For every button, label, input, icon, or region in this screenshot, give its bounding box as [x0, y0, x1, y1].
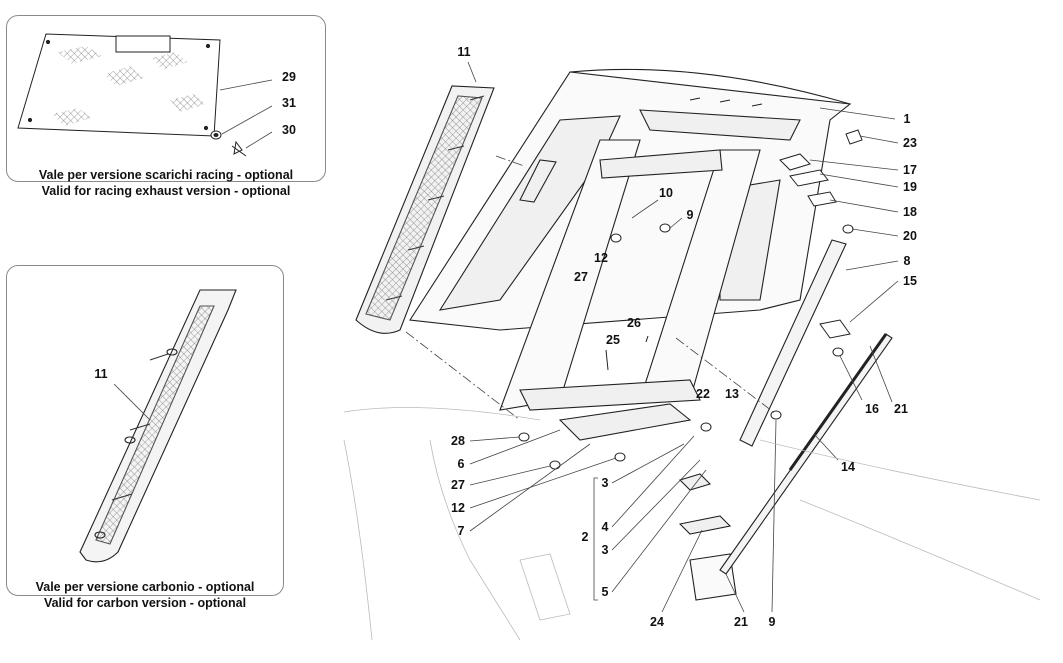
callout-c11b: 11: [457, 45, 471, 59]
callout-c22: 22: [696, 387, 710, 401]
callout-c13: 13: [725, 387, 739, 401]
callout-c21b: 21: [734, 615, 748, 629]
callout-c20: 20: [903, 229, 917, 243]
inset-carbon-caption-it: Vale per versione carbonio - optional: [35, 580, 255, 594]
bonnet-lid-part-1: [409, 68, 852, 331]
racing-grille-panel: [17, 33, 273, 157]
callout-c11a: 11: [94, 367, 108, 381]
callout-c8: 8: [903, 254, 911, 268]
callout-c6: 6: [457, 457, 465, 471]
callout-c28: 28: [451, 434, 465, 448]
callout-c12a: 12: [594, 251, 608, 265]
callout-c9a: 9: [686, 208, 694, 222]
callout-c24: 24: [650, 615, 664, 629]
callout-c15: 15: [903, 274, 917, 288]
callout-c30: 30: [282, 123, 296, 137]
main-vent-part-11: [355, 61, 495, 334]
gas-strut-part-14: [719, 333, 893, 575]
hinge-assembly: [558, 403, 737, 601]
callout-c29: 29: [282, 70, 296, 84]
callout-c25: 25: [606, 333, 620, 347]
callout-c9b: 9: [768, 615, 776, 629]
callout-c4: 4: [601, 520, 609, 534]
callout-c12b: 12: [451, 501, 465, 515]
small-hardware: [518, 129, 863, 470]
callout-c26: 26: [627, 316, 641, 330]
inset-racing-caption-it: Vale per versione scarichi racing - opti…: [38, 168, 294, 182]
inset-racing-caption-en: Valid for racing exhaust version - optio…: [41, 184, 291, 198]
callout-c5: 5: [601, 585, 609, 599]
callout-c18: 18: [903, 205, 917, 219]
bonnet-frame: [499, 139, 847, 447]
car-body-outline: [343, 407, 1041, 641]
callout-c10: 10: [659, 186, 673, 200]
callout-c27a: 27: [574, 270, 588, 284]
callout-c17: 17: [903, 163, 917, 177]
callout-c23: 23: [903, 136, 917, 150]
callout-c16: 16: [865, 402, 879, 416]
callout-c21a: 21: [894, 402, 908, 416]
callout-c2: 2: [581, 530, 589, 544]
callout-c19: 19: [903, 180, 917, 194]
callout-c3b: 3: [601, 543, 609, 557]
callout-c3a: 3: [601, 476, 609, 490]
callout-c14: 14: [841, 460, 855, 474]
callout-c31: 31: [282, 96, 296, 110]
leader-lines: [405, 107, 899, 613]
callout-c1: 1: [903, 112, 911, 126]
carbon-vent-part: [79, 289, 237, 563]
inset-carbon-caption-en: Valid for carbon version - optional: [43, 596, 247, 610]
callout-c7: 7: [457, 524, 465, 538]
callout-c27b: 27: [451, 478, 465, 492]
